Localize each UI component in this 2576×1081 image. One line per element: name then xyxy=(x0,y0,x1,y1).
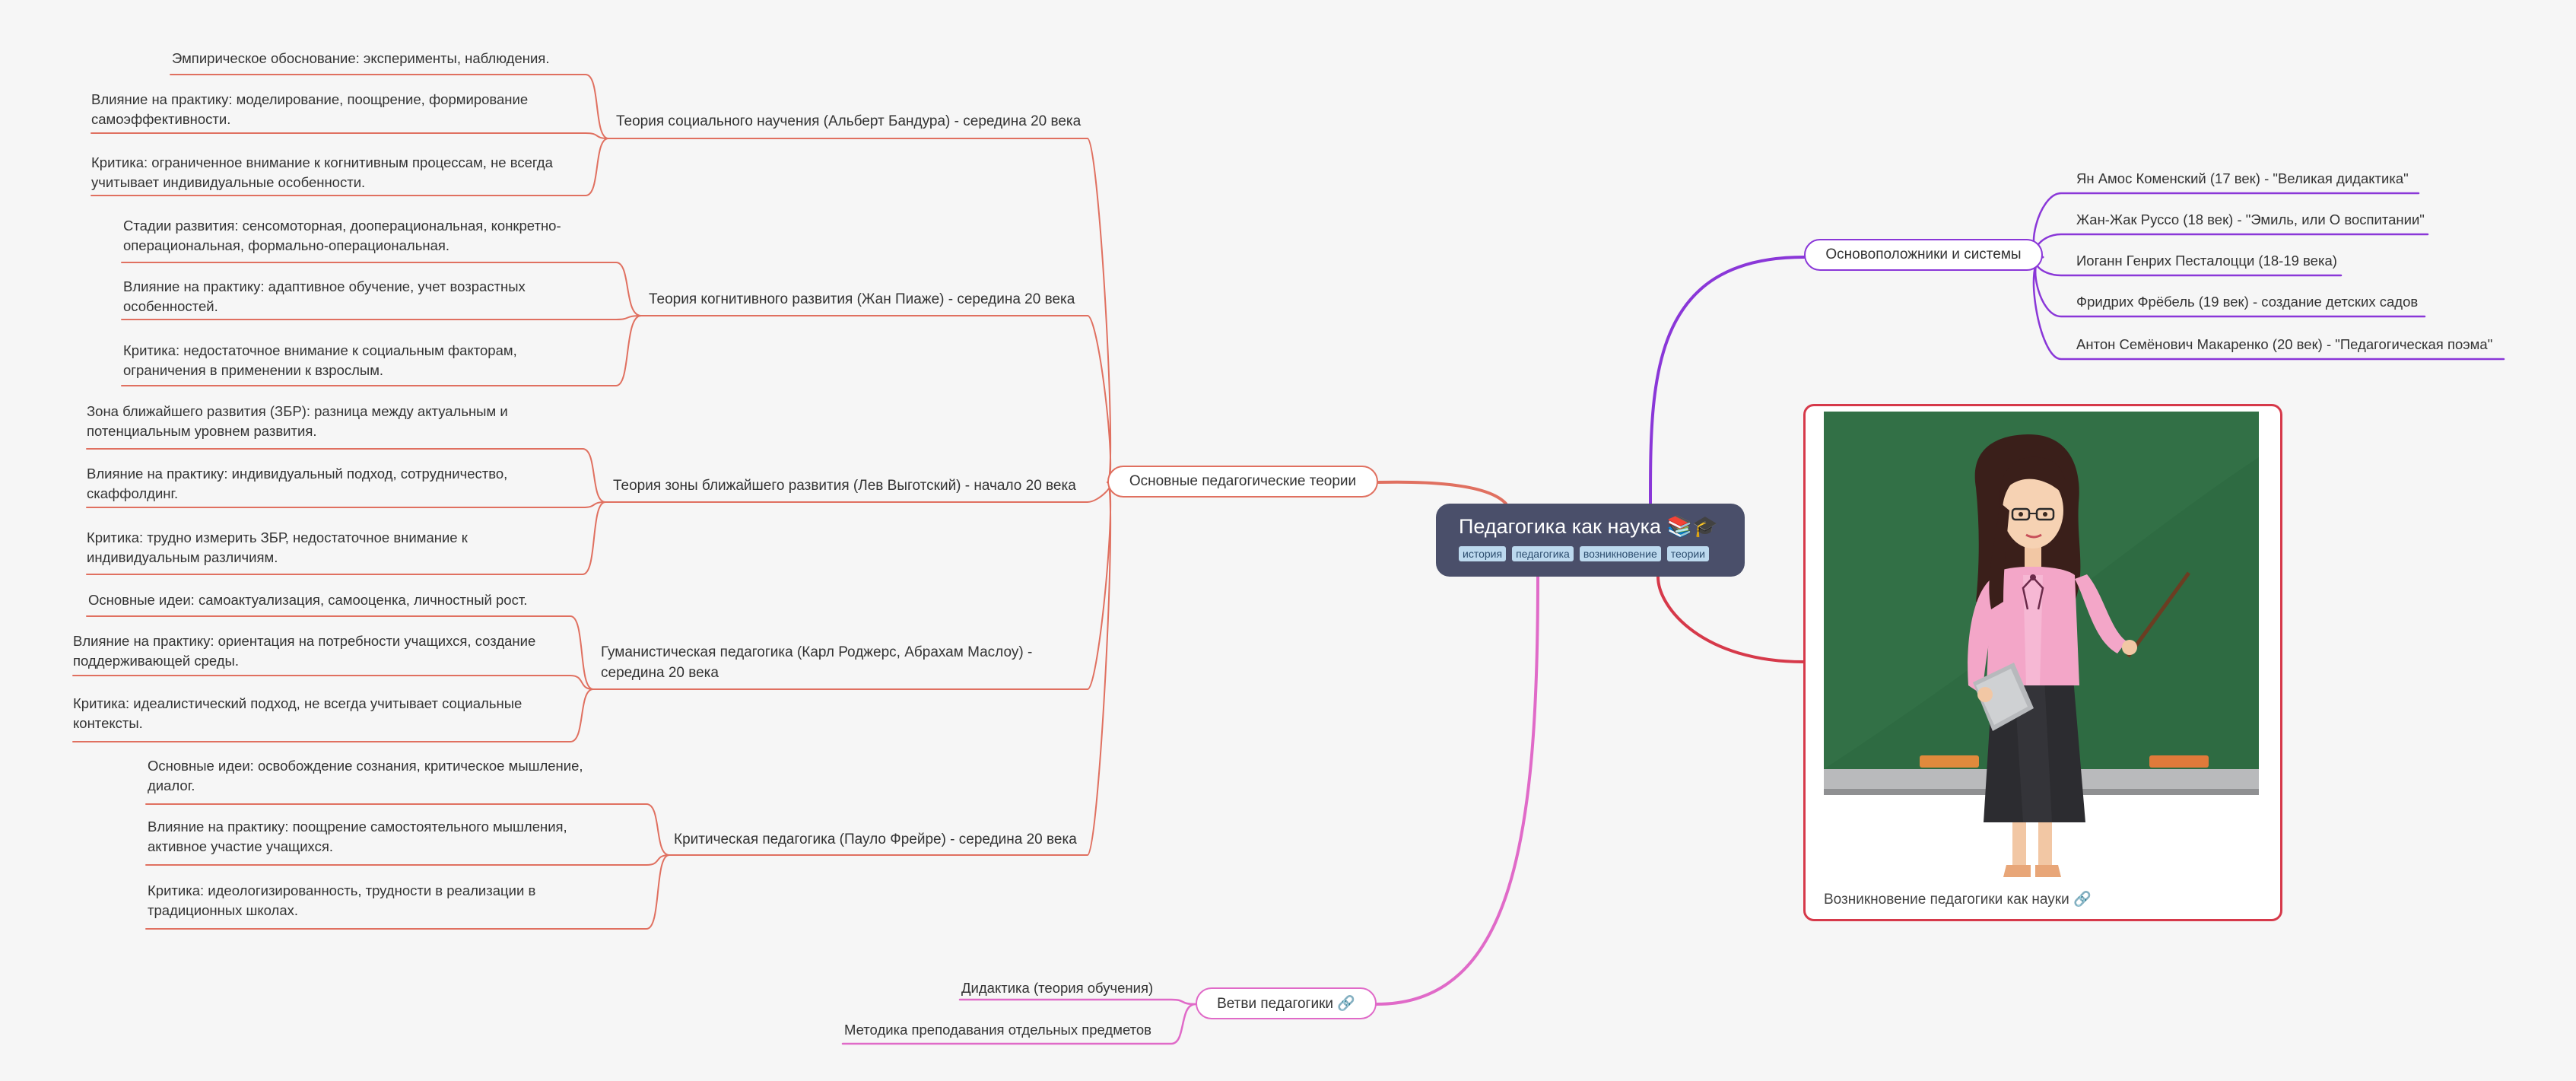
tag[interactable]: возникновение xyxy=(1579,546,1661,561)
card-caption[interactable]: Возникновение педагогики как науки 🔗 xyxy=(1824,892,2092,908)
teacher-illustration-icon xyxy=(1824,412,2259,883)
root-title: Педагогика как наука 📚🎓 xyxy=(1459,515,1718,538)
theory-detail[interactable]: Основные идеи: освобождение сознания, кр… xyxy=(148,758,583,793)
theory-detail[interactable]: Влияние на практику: поощрение самостоят… xyxy=(148,819,567,854)
branches-node[interactable]: Ветви педагогики 🔗 xyxy=(1196,987,1377,1019)
theories-label: Основные педагогические теории xyxy=(1129,473,1357,489)
branches-label: Ветви педагогики 🔗 xyxy=(1217,996,1355,1012)
founder-item[interactable]: Антон Семёнович Макаренко (20 век) - "Пе… xyxy=(2076,336,2493,352)
theory-detail[interactable]: Влияние на практику: ориентация на потре… xyxy=(73,633,536,669)
founders-node[interactable]: Основоположники и системы xyxy=(1804,239,2043,271)
theory-detail[interactable]: Критика: идеологизированность, трудности… xyxy=(148,882,536,918)
theory-detail[interactable]: Критика: ограниченное внимание к когнити… xyxy=(91,154,553,190)
theory-detail[interactable]: Основные идеи: самоактуализация, самооце… xyxy=(88,592,528,608)
theory-title[interactable]: Теория социального научения (Альберт Бан… xyxy=(616,113,1082,129)
founder-item[interactable]: Иоганн Генрих Песталоцци (18-19 века) xyxy=(2076,253,2337,269)
tag[interactable]: теории xyxy=(1666,546,1710,561)
founders-label: Основоположники и системы xyxy=(1825,246,2022,262)
theory-title[interactable]: Гуманистическая педагогика (Карл Роджерс… xyxy=(601,644,1033,681)
tag[interactable]: педагогика xyxy=(1512,546,1574,561)
theory-detail[interactable]: Влияние на практику: индивидуальный подх… xyxy=(87,466,508,501)
theory-detail[interactable]: Влияние на практику: моделирование, поощ… xyxy=(91,91,529,127)
founder-item[interactable]: Ян Амос Коменский (17 век) - "Великая ди… xyxy=(2076,170,2409,186)
image-card[interactable]: Возникновение педагогики как науки 🔗 xyxy=(1803,404,2282,921)
theory-title[interactable]: Критическая педагогика (Пауло Фрейре) - … xyxy=(674,831,1077,847)
theory-detail[interactable]: Влияние на практику: адаптивное обучение… xyxy=(123,278,526,314)
founder-item[interactable]: Фридрих Фрёбель (19 век) - создание детс… xyxy=(2076,294,2419,310)
theory-detail[interactable]: Стадии развития: сенсомоторная, дооперац… xyxy=(123,218,561,253)
founder-item[interactable]: Жан-Жак Руссо (18 век) - "Эмиль, или О в… xyxy=(2076,211,2425,227)
branch-item[interactable]: Методика преподавания отдельных предмето… xyxy=(844,1022,1152,1038)
theory-title[interactable]: Теория когнитивного развития (Жан Пиаже)… xyxy=(649,291,1075,307)
theory-detail[interactable]: Эмпирическое обоснование: эксперименты, … xyxy=(172,50,550,66)
theory-title[interactable]: Теория зоны ближайшего развития (Лев Выг… xyxy=(613,478,1076,494)
theories-node[interactable]: Основные педагогические теории xyxy=(1107,466,1378,498)
theory-detail[interactable]: Критика: недостаточное внимание к социал… xyxy=(123,342,517,378)
tag[interactable]: история xyxy=(1459,546,1507,561)
root-tags: история педагогика возникновение теории xyxy=(1459,546,1745,561)
branch-item[interactable]: Дидактика (теория обучения) xyxy=(961,980,1154,996)
theory-detail[interactable]: Критика: трудно измерить ЗБР, недостаточ… xyxy=(87,529,468,565)
theory-detail[interactable]: Критика: идеалистический подход, не всег… xyxy=(73,695,523,731)
root-node[interactable]: Педагогика как наука 📚🎓 история педагоги… xyxy=(1436,504,1745,577)
theory-detail[interactable]: Зона ближайшего развития (ЗБР): разница … xyxy=(87,403,508,439)
